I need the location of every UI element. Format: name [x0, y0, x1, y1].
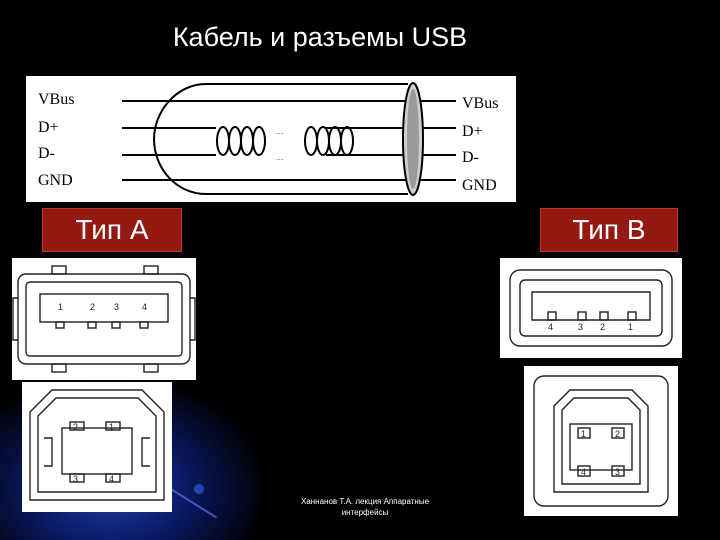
- cable-left-label-dminus: D-: [38, 145, 55, 162]
- left-top-pin-1: 1: [58, 302, 63, 312]
- cable-right-label-gnd: GND: [462, 177, 497, 194]
- coil-ellipsis-top: ...: [276, 126, 284, 136]
- connector-right-bottom: 1 2 4 3: [524, 366, 678, 516]
- right-top-pin-2: 2: [600, 322, 605, 332]
- footer-line-1: Ханнанов Т.А. лекция Аппаратные: [300, 497, 430, 506]
- connector-left-bottom: 2 1 3 4: [22, 382, 172, 512]
- left-top-pin-3: 3: [114, 302, 119, 312]
- right-bottom-pin-3: 3: [615, 467, 620, 477]
- cable-right-label-dplus: D+: [462, 123, 483, 140]
- right-bottom-pin-4: 4: [581, 467, 586, 477]
- footer-line-2: интерфейсы: [341, 508, 389, 517]
- usb-cable-diagram: VBus D+ D- GND VBus D+ D- GND: [26, 76, 516, 202]
- left-top-pin-2: 2: [90, 302, 95, 312]
- type-a-label: Тип A: [42, 208, 182, 252]
- right-top-pin-3: 3: [578, 322, 583, 332]
- type-b-label: Тип B: [540, 208, 678, 252]
- cable-left-label-vbus: VBus: [38, 91, 74, 108]
- coil-ellipsis-bottom: ...: [276, 152, 284, 162]
- right-bottom-pin-1: 1: [581, 429, 586, 439]
- connector-right-top: 4 3 2 1: [500, 258, 682, 358]
- cable-left-label-gnd: GND: [38, 172, 73, 189]
- left-bottom-pin-1: 1: [109, 422, 114, 432]
- slide-footer: Ханнанов Т.А. лекция Аппаратные интерфей…: [280, 496, 450, 518]
- cable-left-label-dplus: D+: [38, 119, 59, 136]
- cable-right-label-dminus: D-: [462, 149, 479, 166]
- right-top-pin-4: 4: [548, 322, 553, 332]
- connector-left-top: 1 2 3 4: [12, 258, 196, 380]
- right-top-pin-1: 1: [628, 322, 633, 332]
- left-bottom-pin-2: 2: [73, 422, 78, 432]
- left-bottom-pin-4: 4: [109, 474, 114, 484]
- left-bottom-pin-3: 3: [73, 474, 78, 484]
- cable-right-label-vbus: VBus: [462, 95, 498, 112]
- slide-title: Кабель и разъемы USB: [172, 22, 468, 52]
- right-bottom-pin-2: 2: [615, 429, 620, 439]
- left-top-pin-4: 4: [142, 302, 147, 312]
- background-accent-dot: [194, 484, 204, 494]
